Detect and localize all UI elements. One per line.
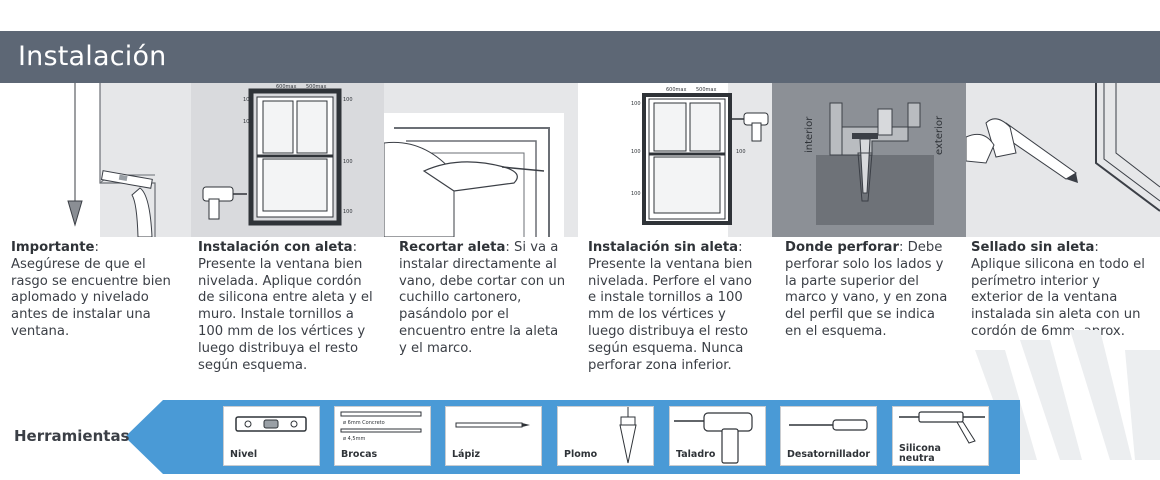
step-recortar-aleta: Recortar aleta: Si va a instalar directa… [399, 240, 569, 358]
drill-bits-icon [340, 411, 422, 433]
level-icon [235, 416, 307, 432]
measure-label: 500max [696, 87, 716, 93]
measure-label: 100 [631, 101, 641, 107]
tool-name: Brocas [341, 449, 378, 460]
step-instalacion-sin-aleta: Instalación sin aleta: Presente la venta… [588, 240, 758, 374]
step-importante: Importante: Asegúrese de que el rasgo se… [11, 240, 171, 341]
step-body: : Debe perforar solo los lados y la part… [785, 240, 948, 339]
step-body: : Si va a instalar directamente al vano,… [399, 240, 566, 356]
label-exterior: exterior [934, 115, 945, 155]
step-body: : Presente la ventana bien nivelada. Per… [588, 240, 753, 373]
drill-icon [202, 186, 247, 220]
step-title: Recortar aleta [399, 240, 506, 255]
measure-label: 100 [343, 159, 353, 165]
tool-card-taladro: Taladro [669, 406, 766, 466]
panel-importante [0, 83, 191, 237]
measure-label: 100 [631, 191, 641, 197]
section-header: Instalación [0, 31, 1160, 83]
caulk-gun-icon [899, 411, 985, 444]
measure-label: 100 [343, 97, 353, 103]
step-title: Sellado sin aleta [971, 240, 1095, 255]
step-body: : Presente la ventana bien nivelada. Apl… [198, 240, 373, 373]
measure-label: 100 [343, 209, 353, 215]
measure-label: 100 [736, 149, 746, 155]
measure-label: 500max [306, 84, 326, 90]
tool-name-line1: Silicona [899, 443, 941, 454]
tool-card-nivel: Nivel [223, 406, 320, 466]
tool-card-brocas: ø 6mm Concreto ø 4,5mm Brocas [334, 406, 431, 466]
panel-sellado-sin-aleta [966, 83, 1160, 237]
pencil-icon [455, 422, 530, 428]
tool-name: Plomo [564, 449, 598, 460]
plumb-bob-icon [619, 407, 637, 464]
tool-name: Nivel [230, 449, 258, 460]
step-instalacion-con-aleta: Instalación con aleta: Presente la venta… [198, 240, 378, 374]
bit-label: ø 4,5mm [343, 436, 365, 442]
measure-label: 100 [243, 97, 253, 103]
measure-label: 600max [666, 87, 686, 93]
step-body: : Asegúrese de que el rasgo se encuentre… [11, 240, 171, 339]
drill-icon [674, 412, 753, 464]
step-donde-perforar: Donde perforar: Debe perforar solo los l… [785, 240, 955, 341]
tool-name: Desatornillador [787, 449, 871, 460]
tool-card-lapiz: Lápiz [445, 406, 542, 466]
screwdriver-icon [789, 419, 868, 431]
bit-label: ø 6mm Concreto [343, 420, 385, 426]
tool-card-desatornillador: Desatornillador [780, 406, 877, 466]
step-title: Importante [11, 240, 95, 255]
measure-label: 100 [243, 119, 253, 125]
panel-instalacion-con-aleta: 600max 500max 100 100 100 100 100 [191, 83, 384, 237]
panel-recortar-aleta [384, 83, 578, 237]
tool-name-line2: neutra [899, 453, 935, 464]
drill-icon [732, 112, 769, 142]
measure-label: 600max [276, 84, 296, 90]
step-title: Donde perforar [785, 240, 899, 255]
tool-name: Taladro [676, 449, 716, 460]
step-sellado-sin-aleta: Sellado sin aleta: Aplique silicona en t… [971, 240, 1146, 341]
measure-label: 100 [631, 149, 641, 155]
step-title: Instalación con aleta [198, 240, 353, 255]
section-title: Instalación [18, 41, 167, 72]
tools-title: Herramientas [14, 427, 130, 445]
label-interior: interior [804, 116, 815, 153]
panel-donde-perforar: interior exterior [772, 83, 966, 237]
tool-name: Lápiz [452, 449, 481, 460]
panel-instalacion-sin-aleta: 600max 500max 100 100 100 100 [578, 83, 772, 237]
tool-card-silicona: Silicona neutra [892, 406, 989, 466]
step-body: : Aplique silicona en todo el perímetro … [971, 240, 1145, 339]
step-title: Instalación sin aleta [588, 240, 739, 255]
tool-card-plomo: Plomo [557, 406, 654, 466]
